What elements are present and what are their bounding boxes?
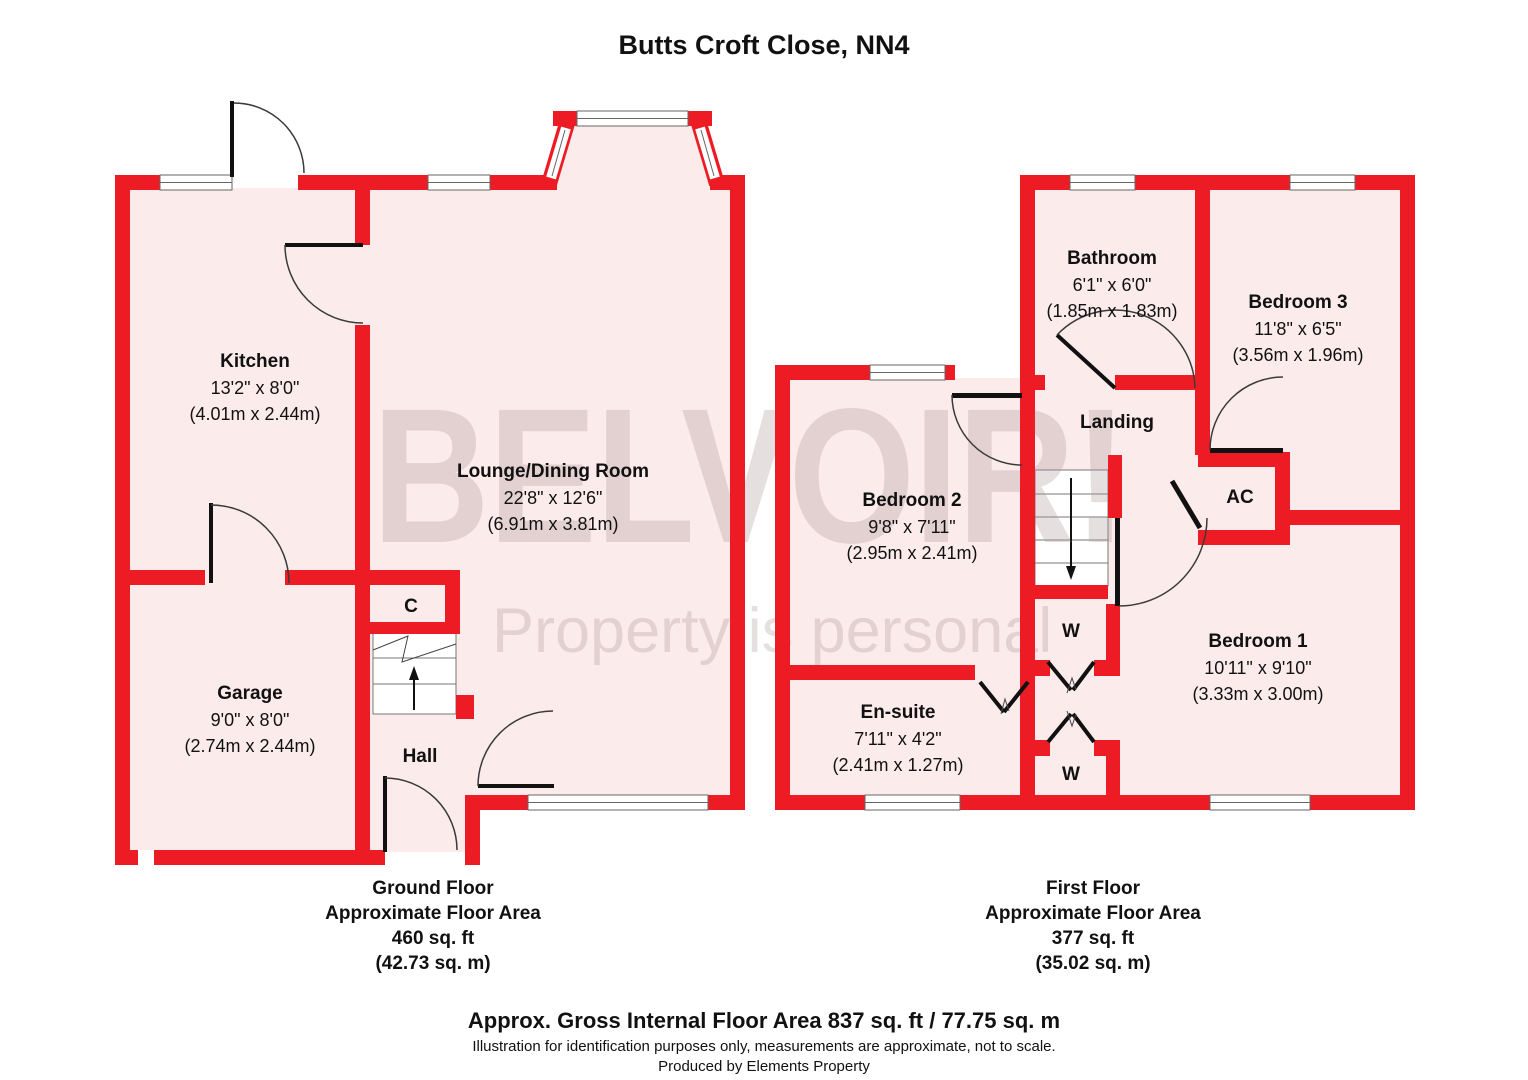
room-dims-ft: 11'8" x 6'5" [1254, 319, 1342, 339]
caption-line: Ground Floor [372, 878, 494, 899]
caption-line: (42.73 sq. m) [375, 953, 491, 974]
first-floor-walls [775, 175, 1415, 810]
room-name: AC [1226, 487, 1254, 508]
ground-floor-caption: Ground Floor Approximate Floor Area 460 … [325, 876, 541, 976]
room-name: W [1062, 764, 1080, 785]
room-dims-ft: 6'1" x 6'0" [1072, 275, 1152, 295]
room-label-wardrobe-1: W [1062, 619, 1080, 645]
room-name: Hall [402, 746, 438, 767]
footer: Approx. Gross Internal Floor Area 837 sq… [468, 1008, 1060, 1075]
room-name: En-suite [860, 702, 936, 723]
first-floor-stairs [1034, 469, 1109, 587]
room-name: Bedroom 1 [1208, 631, 1308, 652]
room-dims-ft: 13'2" x 8'0" [210, 378, 300, 398]
ground-floor-fill [130, 126, 732, 852]
room-label-bedroom-2: Bedroom 2 9'8" x 7'11" (2.95m x 2.41m) [846, 488, 977, 566]
room-name: Garage [217, 683, 283, 704]
room-name: Bathroom [1067, 248, 1157, 269]
caption-line: First Floor [1046, 878, 1140, 899]
room-dims-m: (6.91m x 3.81m) [487, 514, 619, 534]
page-title: Butts Croft Close, NN4 [618, 30, 910, 60]
room-name: W [1062, 621, 1080, 642]
room-dims-m: (3.56m x 1.96m) [1232, 345, 1364, 365]
room-dims-ft: 7'11" x 4'2" [854, 729, 942, 749]
room-label-hall: Hall [403, 744, 438, 770]
room-name: Lounge/Dining Room [456, 461, 650, 482]
producer-text: Produced by Elements Property [658, 1058, 870, 1075]
caption-line: 377 sq. ft [1051, 928, 1135, 949]
room-dims-m: (4.01m x 2.44m) [189, 404, 321, 424]
caption-line: (35.02 sq. m) [1035, 953, 1151, 974]
room-label-bedroom-3: Bedroom 3 11'8" x 6'5" (3.56m x 1.96m) [1232, 290, 1363, 368]
room-name: C [404, 596, 418, 617]
room-dims-ft: 9'8" x 7'11" [868, 517, 956, 537]
room-label-ac: AC [1226, 485, 1253, 511]
room-label-wardrobe-2: W [1062, 762, 1080, 788]
room-name: Bedroom 3 [1248, 292, 1348, 313]
first-floor-windows [864, 174, 1356, 811]
caption-line: 460 sq. ft [391, 928, 475, 949]
caption-line: Approximate Floor Area [985, 903, 1201, 924]
room-label-bedroom-1: Bedroom 1 10'11" x 9'10" (3.33m x 3.00m) [1192, 629, 1323, 707]
room-dims-m: (2.74m x 2.44m) [184, 736, 316, 756]
room-dims-m: (2.41m x 1.27m) [832, 755, 964, 775]
room-dims-m: (2.95m x 2.41m) [846, 543, 978, 563]
gross-area-text: Approx. Gross Internal Floor Area 837 sq… [467, 1008, 1061, 1033]
room-name: Bedroom 2 [862, 490, 962, 511]
ground-floor-doors [209, 101, 554, 852]
room-name: Kitchen [220, 351, 290, 372]
ground-floor-windows [138, 110, 720, 865]
caption-line: Approximate Floor Area [325, 903, 541, 924]
room-dims-m: (1.85m x 1.83m) [1046, 301, 1178, 321]
room-dims-m: (3.33m x 3.00m) [1192, 684, 1324, 704]
room-label-cupboard: C [404, 594, 418, 620]
room-dims-ft: 9'0" x 8'0" [210, 710, 290, 730]
room-dims-ft: 10'11" x 9'10" [1204, 658, 1312, 678]
room-label-garage: Garage 9'0" x 8'0" (2.74m x 2.44m) [184, 681, 315, 759]
first-floor-doors [951, 309, 1284, 744]
room-name: Landing [1080, 412, 1154, 433]
room-dims-ft: 22'8" x 12'6" [503, 488, 603, 508]
disclaimer-text: Illustration for identification purposes… [472, 1038, 1056, 1055]
room-label-ensuite: En-suite 7'11" x 4'2" (2.41m x 1.27m) [832, 700, 963, 778]
room-label-kitchen: Kitchen 13'2" x 8'0" (4.01m x 2.44m) [189, 349, 320, 427]
ground-floor-stairs [372, 631, 457, 715]
room-label-bathroom: Bathroom 6'1" x 6'0" (1.85m x 1.83m) [1046, 246, 1177, 324]
room-label-lounge: Lounge/Dining Room 22'8" x 12'6" (6.91m … [457, 459, 649, 537]
first-floor-caption: First Floor Approximate Floor Area 377 s… [985, 876, 1201, 976]
room-label-landing: Landing [1080, 410, 1154, 436]
ground-floor-walls [115, 111, 745, 865]
